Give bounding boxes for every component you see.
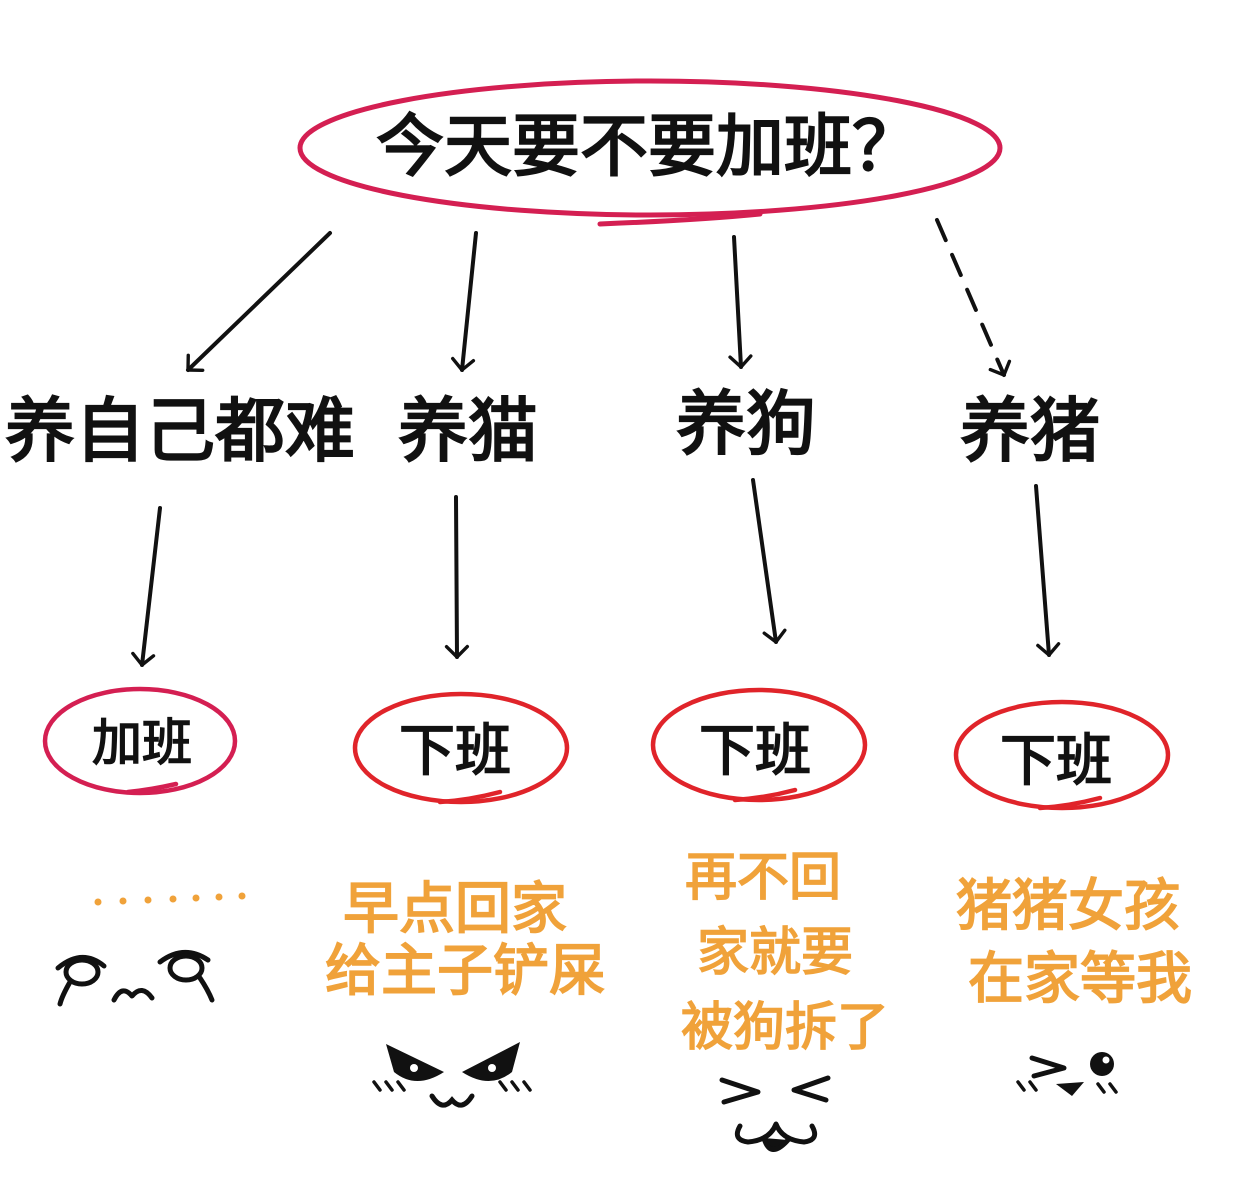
result-text-4: 下班 (1000, 729, 1112, 794)
branch-label-2: 养猫 (398, 390, 538, 472)
arrow-to-result-3 (751, 478, 787, 644)
result-oval-1 (42, 686, 238, 796)
ellipsis-dots (94, 892, 246, 906)
comment-4-line-2: 在家等我 (968, 947, 1192, 1012)
result-node-4: 下班 (953, 699, 1171, 811)
result-oval-tail-2 (437, 789, 503, 805)
branch-label-1: 养自己都难 (5, 390, 355, 472)
comment-4-line-1: 猪猪女孩 (956, 874, 1180, 939)
winking-face-icon (1016, 1052, 1118, 1096)
arrow-to-branch-4-dashed (935, 218, 1012, 377)
branch-labels: 养自己都难 养猫 养狗 养猪 (5, 383, 1100, 472)
crying-face-icon (55, 950, 215, 1007)
happy-dog-face-icon (719, 1075, 831, 1152)
arrow-to-branch-3 (728, 235, 753, 369)
angry-cat-face-icon (372, 1042, 532, 1108)
arrow-to-branch-2 (451, 231, 478, 372)
result-oval-tail-4 (1037, 795, 1103, 811)
comment-3-line-2: 家就要 (697, 923, 853, 983)
branch-label-4: 养猪 (960, 390, 1100, 472)
result-node-2: 下班 (352, 691, 570, 805)
comment-2-line-1: 早点回家 (343, 877, 567, 942)
result-nodes: 加班 下班 下班 下班 (42, 686, 1171, 811)
comments: 早点回家 给主子铲屎 再不回 家就要 被狗拆了 猪猪女孩 在家等我 (94, 848, 1192, 1058)
branch-label-3: 养狗 (676, 383, 816, 465)
arrow-to-result-2 (444, 495, 470, 659)
comment-2-line-2: 给主子铲屎 (325, 939, 605, 1004)
question-text: 今天要不要加班？ (376, 108, 920, 187)
result-oval-3 (650, 687, 868, 803)
arrow-to-branch-1 (186, 231, 332, 372)
question-node: 今天要不要加班？ (297, 78, 1003, 227)
top-arrows (186, 218, 1012, 377)
arrow-to-result-1 (131, 506, 162, 667)
comment-3-line-3: 被狗拆了 (681, 998, 889, 1058)
question-oval-tail (597, 211, 763, 227)
result-oval-tail-3 (732, 787, 798, 803)
question-oval (297, 78, 1003, 218)
result-text-1: 加班 (92, 714, 192, 772)
result-node-1: 加班 (42, 686, 238, 796)
arrow-to-result-4 (1034, 484, 1061, 657)
result-oval-tail-1 (125, 781, 179, 795)
result-text-3: 下班 (699, 719, 811, 784)
result-oval-4 (953, 699, 1171, 811)
result-text-2: 下班 (399, 719, 511, 784)
comment-3-line-1: 再不回 (685, 848, 841, 908)
bottom-arrows (131, 478, 1061, 667)
result-node-3: 下班 (650, 687, 868, 803)
